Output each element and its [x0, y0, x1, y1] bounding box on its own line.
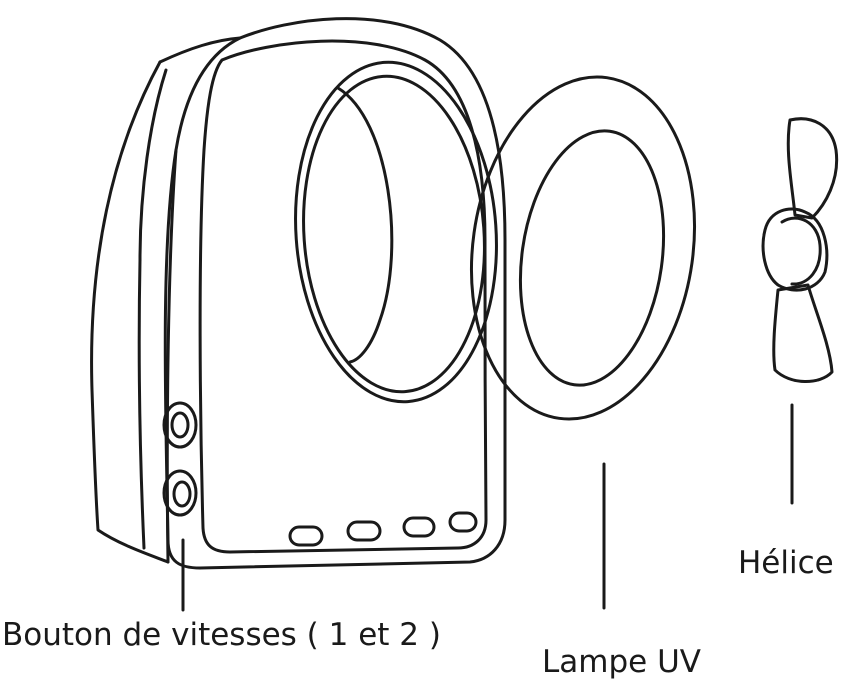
propeller	[763, 119, 837, 382]
label-uv-lamp: Lampe UV	[542, 647, 701, 678]
label-propeller: Hélice	[738, 548, 834, 579]
label-speed-buttons: Bouton de vitesses ( 1 et 2 )	[2, 620, 441, 651]
indicator-slots	[290, 513, 476, 545]
fan-housing	[92, 19, 505, 568]
